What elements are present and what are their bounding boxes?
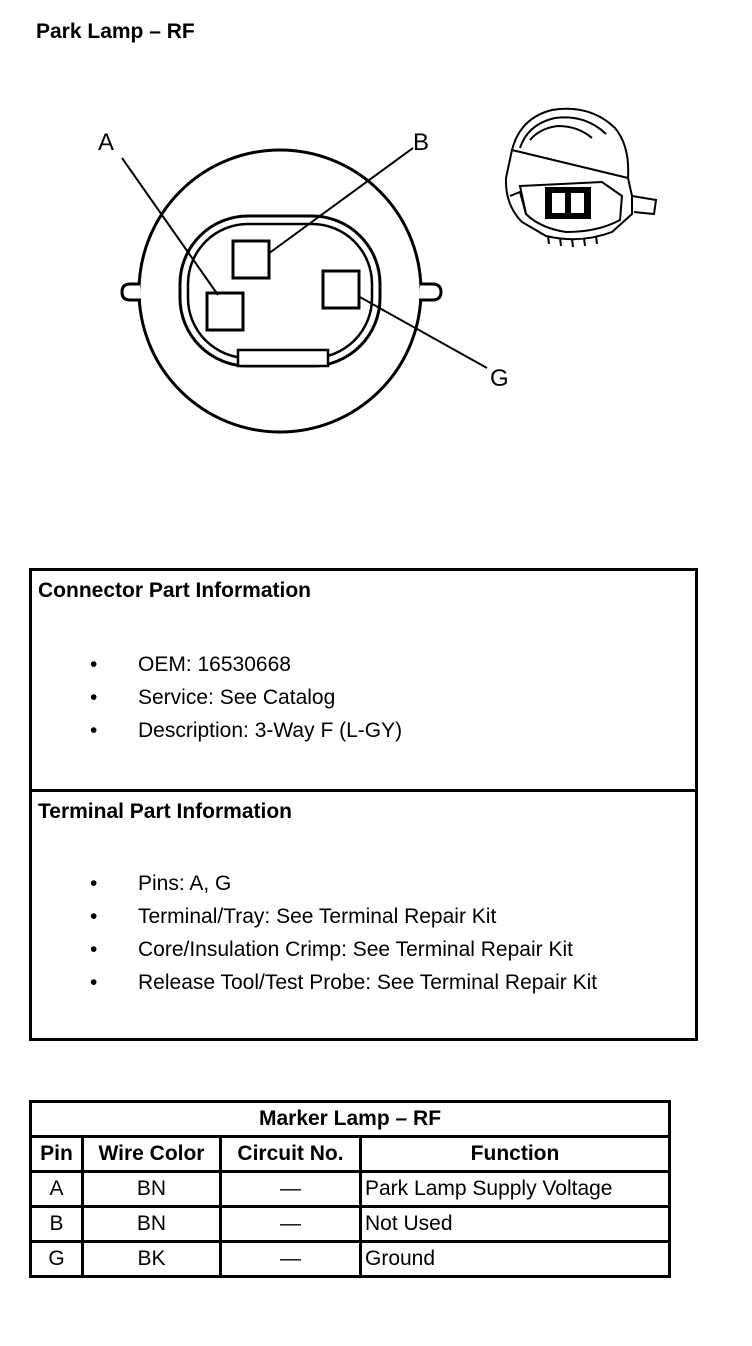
pin-cell: B: [29, 1205, 84, 1243]
pin-function-table: Marker Lamp – RF Pin Wire Color Circuit …: [29, 1100, 671, 1278]
table-title: Marker Lamp – RF: [29, 1100, 671, 1138]
connector-part-info-title: Connector Part Information: [38, 579, 312, 602]
column-header: Wire Color: [81, 1135, 222, 1173]
terminal-cavity-a: [205, 291, 245, 332]
pin-cell: G: [29, 1240, 84, 1278]
list-item: •Pins: A, G: [90, 872, 232, 895]
connector-part-info-list: •OEM: 16530668 •Service: See Catalog •De…: [32, 648, 695, 747]
leader-line-a: [121, 157, 219, 296]
part-information-box: Connector Part Information •OEM: 1653066…: [29, 568, 698, 1041]
list-item: •Release Tool/Test Probe: See Terminal R…: [90, 971, 598, 994]
table-row: B BN — Not Used: [29, 1205, 671, 1243]
function-cell: Not Used: [359, 1205, 671, 1243]
list-item: •Description: 3-Way F (L-GY): [90, 719, 403, 742]
pin-label-a: A: [98, 129, 114, 156]
circuit-number-cell: —: [219, 1170, 362, 1208]
leader-line-g: [357, 295, 488, 369]
connector-part-information: Connector Part Information •OEM: 1653066…: [32, 571, 695, 792]
circuit-number-cell: —: [219, 1205, 362, 1243]
list-item: •Core/Insulation Crimp: See Terminal Rep…: [90, 938, 573, 961]
wire-color-cell: BK: [81, 1240, 222, 1278]
circuit-number-cell: —: [219, 1240, 362, 1278]
terminal-part-info-title: Terminal Part Information: [38, 800, 292, 823]
column-header: Function: [359, 1135, 671, 1173]
terminal-part-info-list: •Pins: A, G •Terminal/Tray: See Terminal…: [32, 867, 695, 999]
pin-label-b: B: [413, 129, 429, 156]
table-header-row: Pin Wire Color Circuit No. Function: [29, 1135, 671, 1173]
terminal-cavity-b: [231, 239, 271, 280]
wire-color-cell: BN: [81, 1205, 222, 1243]
function-cell: Park Lamp Supply Voltage: [359, 1170, 671, 1208]
wire-color-cell: BN: [81, 1170, 222, 1208]
page-title: Park Lamp – RF: [36, 20, 195, 43]
connector-3d-illustration: [504, 107, 658, 248]
column-header: Pin: [29, 1135, 84, 1173]
table-row: A BN — Park Lamp Supply Voltage: [29, 1170, 671, 1208]
list-item: •Terminal/Tray: See Terminal Repair Kit: [90, 905, 497, 928]
connector-left-tab: [120, 282, 141, 302]
connector-face-diagram: A B G: [98, 107, 658, 434]
pin-cell: A: [29, 1170, 84, 1208]
connector-key-notch: [236, 348, 330, 368]
connector-right-tab: [419, 282, 443, 302]
terminal-cavity-g: [321, 269, 361, 310]
function-cell: Ground: [359, 1240, 671, 1278]
list-item: •OEM: 16530668: [90, 653, 291, 676]
pin-label-g: G: [490, 365, 509, 392]
list-item: •Service: See Catalog: [90, 686, 336, 709]
table-row: G BK — Ground: [29, 1240, 671, 1278]
table-title-row: Marker Lamp – RF: [29, 1100, 671, 1138]
terminal-part-information: Terminal Part Information •Pins: A, G •T…: [32, 792, 695, 1038]
column-header: Circuit No.: [219, 1135, 362, 1173]
leader-line-b: [267, 147, 414, 255]
